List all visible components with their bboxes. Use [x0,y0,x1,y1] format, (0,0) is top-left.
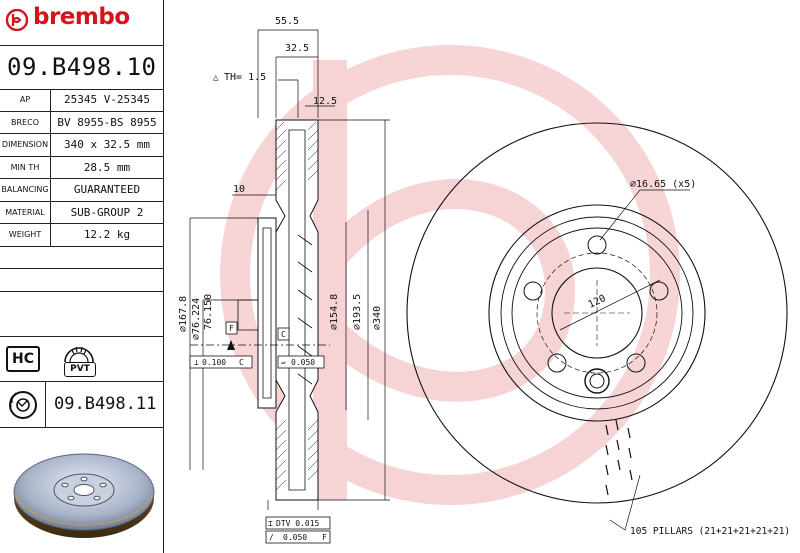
section-view [190,119,330,501]
spec-key: MATERIAL [0,201,51,224]
brand-header: brembo [0,0,163,46]
dim-12-5: 12.5 [313,96,337,107]
spec-value: 12.2 kg [50,223,163,247]
disc-photo [13,453,155,538]
spec-row: BRECO BV 8955-BS 8955 [0,111,163,134]
spec-key: WEIGHT [0,223,51,247]
spec-value: 28.5 mm [50,156,163,179]
disc-with-sensor-icon [9,391,37,419]
datum-c: C [281,330,286,339]
dim-76-224: ⌀76.224 [191,298,202,340]
dim-76-150: 76.150 [203,294,214,330]
svg-text:▱: ▱ [281,358,286,367]
datum-f: F [229,324,234,333]
part-number: 09.B498.10 [7,53,157,81]
svg-text:⊥: ⊥ [194,358,199,367]
feature-badges: HC PVT [0,336,163,382]
spec-value: 340 x 32.5 mm [50,133,163,157]
brand-name: brembo [33,4,130,30]
alt-part-number: 09.B498.11 [54,394,157,414]
spec-key: DIMENSION [0,133,51,157]
spec-row: AP 25345 V-25345 [0,89,163,112]
front-view [406,122,788,531]
spec-row: MATERIAL SUB-GROUP 2 [0,201,163,224]
dim-th-symbol: △ [213,73,219,83]
tol-perpendicularity: 0.100 [202,358,226,367]
spec-value: BV 8955-BS 8955 [50,111,163,134]
pvt-badge: PVT [62,340,96,378]
svg-text:/: / [269,533,274,542]
pvt-disc-icon [64,346,94,363]
dim-340: ⌀340 [372,306,383,330]
dim-193-5: ⌀193.5 [352,294,363,330]
dim-th: TH= 1.5 [224,72,266,83]
dim-bolt-hole: ⌀16.65 (x5) [630,179,696,190]
hc-badge: HC [6,346,40,372]
spec-key: MIN TH [0,156,51,179]
spec-value: 25345 V-25345 [50,89,163,112]
pillars-note: 105 PILLARS (21+21+21+21+21) [630,526,790,537]
spec-row: BALANCING GUARANTEED [0,178,163,202]
spec-sidebar: brembo 09.B498.10 AP 25345 V-25345 BRECO… [0,0,164,553]
section-dimensions [189,29,390,510]
dim-10: 10 [233,184,245,195]
spec-table: AP 25345 V-25345 BRECO BV 8955-BS 8955 D… [0,89,163,247]
spec-key: AP [0,89,51,112]
tolerance-frames: F C ⊥ 0.100 C ▱ 0.050 ⌶ DTV 0.015 / 0.05… [189,321,331,544]
spec-row: DIMENSION 340 x 32.5 mm [0,133,163,157]
svg-text:⌶: ⌶ [268,519,273,528]
brembo-watermark-icon [220,45,680,505]
brembo-logo-icon [6,9,28,31]
spec-key: BRECO [0,111,51,134]
svg-text:C: C [239,358,244,367]
technical-drawing: 55.5 32.5 △ TH= 1.5 12.5 10 ⌀167.8 ⌀76.2… [178,16,790,544]
alt-part-row: 09.B498.11 [0,381,163,428]
tol-flatness: 0.050 [291,358,315,367]
spec-row: WEIGHT 12.2 kg [0,223,163,247]
dim-width-disc: 32.5 [285,43,309,54]
svg-text:F: F [322,533,327,542]
spec-value: SUB-GROUP 2 [50,201,163,224]
dim-167-8: ⌀167.8 [178,296,189,332]
spec-row: MIN TH 28.5 mm [0,156,163,179]
dim-154-8: ⌀154.8 [329,294,340,330]
tol-runout: 0.050 [283,533,307,542]
spec-value: GUARANTEED [50,178,163,202]
tol-dtv: DTV 0.015 [276,519,320,528]
spec-key: BALANCING [0,178,51,202]
dim-width-total: 55.5 [275,16,299,27]
pvt-label: PVT [64,362,96,377]
